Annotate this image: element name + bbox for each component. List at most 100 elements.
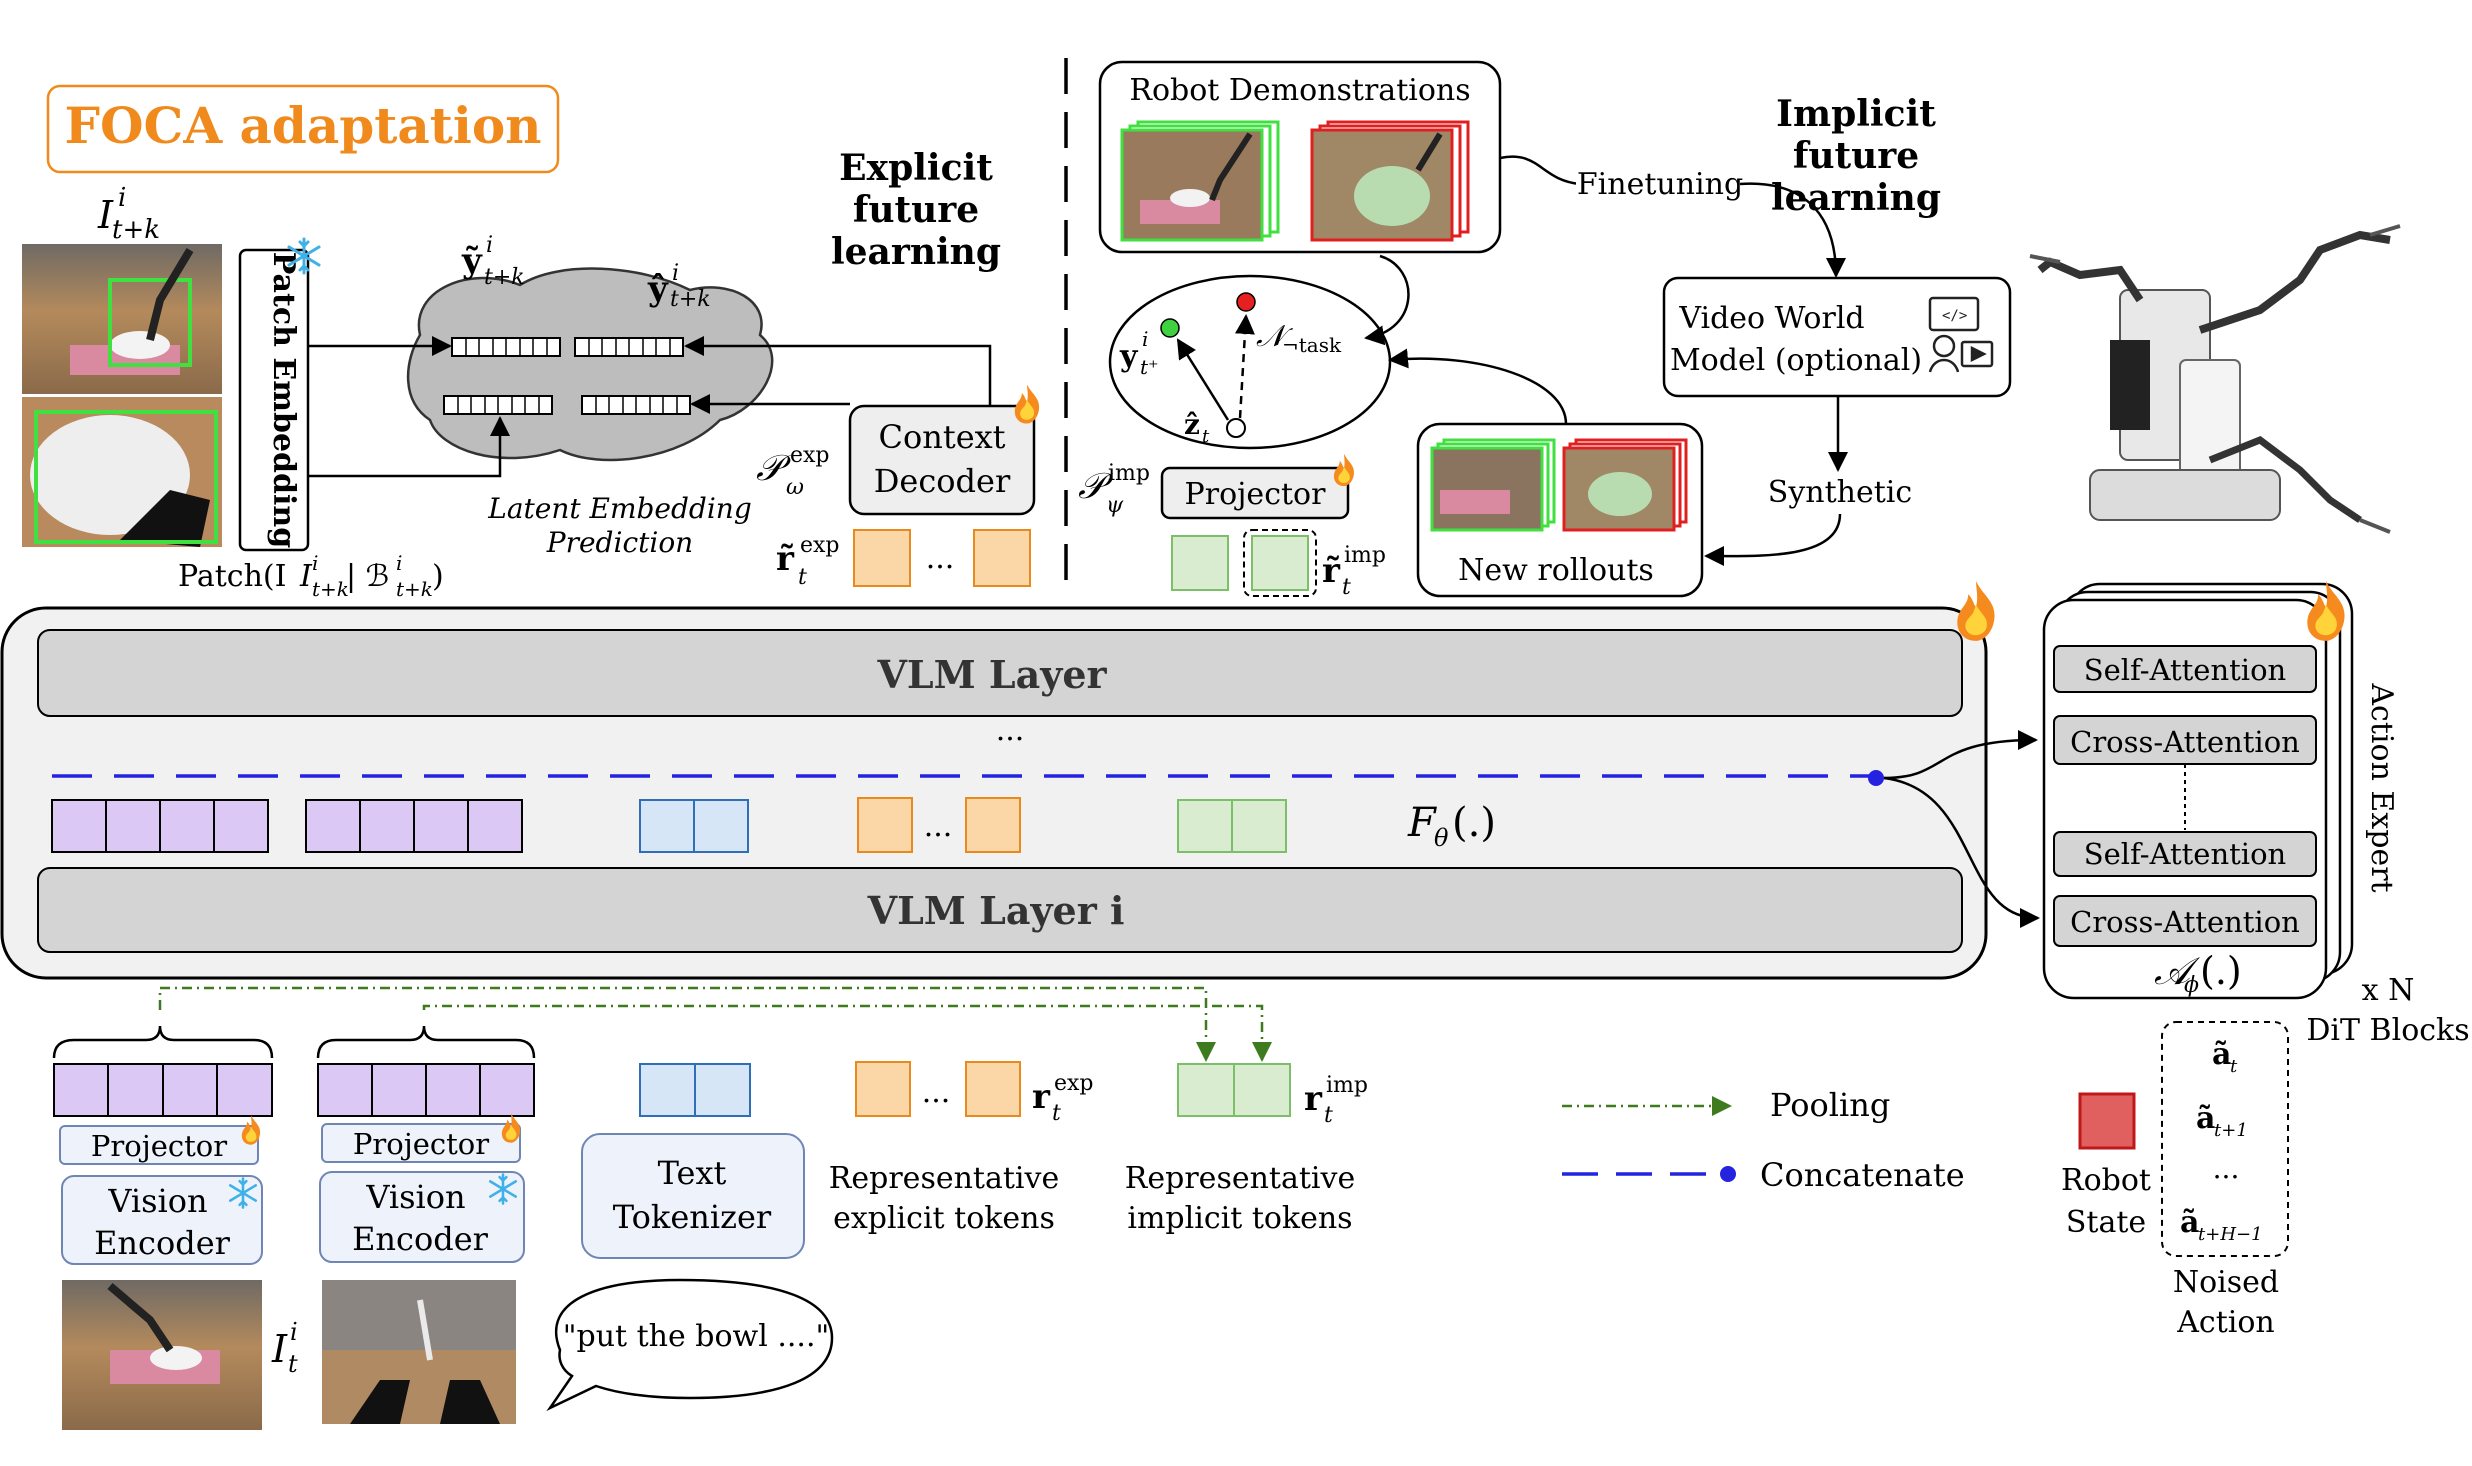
svg-text:t+k: t+k: [312, 577, 349, 601]
f-theta-label: F θ (.): [1407, 800, 1496, 852]
robot-demo-green-stack: [1120, 120, 1280, 242]
svg-text:I: I: [299, 559, 313, 594]
y-tilde-label: ỹ i t+k: [461, 233, 525, 290]
brace-1: [52, 1025, 274, 1059]
instruction-text: "put the bowl ....": [563, 1319, 830, 1354]
foca-title-box: [46, 84, 560, 174]
svg-text:(.): (.): [2200, 949, 2242, 993]
positive-point: [1160, 318, 1180, 338]
robot-demos-label: Robot Demonstrations: [1129, 73, 1470, 108]
noised-action-box: [2161, 1021, 2289, 1257]
legend-concat-label: Concatenate: [1760, 1156, 1965, 1194]
projector-1-label: Projector: [91, 1129, 227, 1163]
text-tokens: [639, 799, 749, 853]
svg-text:exp: exp: [1054, 1071, 1094, 1096]
implicit-tokens-mid: [1177, 799, 1287, 853]
implicit-heading-1: Implicit: [1776, 93, 1936, 135]
svg-text:exp: exp: [800, 533, 840, 558]
arrow-rollouts-to-latent: [1388, 348, 1568, 425]
svg-text:r̃: r̃: [776, 539, 795, 579]
svg-text:): ): [432, 559, 444, 594]
pooling-line-1: [158, 986, 1216, 1062]
arrow-decoder-to-target-1: [684, 336, 992, 406]
arrow-finetuning-to-vwm: [1739, 182, 1846, 278]
arrow-synthetic-to-rollouts: [1704, 513, 1842, 567]
svg-text:t+k: t+k: [670, 287, 711, 312]
token-strip-target-1: [574, 337, 684, 357]
rollout-green-stack: [1430, 438, 1556, 532]
robot-icon: [2029, 224, 2401, 534]
explicit-token-top-2: [973, 529, 1031, 587]
vlm-layer-i: [37, 867, 1963, 953]
token-strip-pred-2: [443, 395, 553, 415]
rep-explicit-label-2: explicit tokens: [833, 1201, 1055, 1236]
r-exp-label: r exp t: [1032, 1071, 1094, 1126]
svg-text:ã: ã: [2196, 1101, 2215, 1136]
robot-state-label-1: Robot: [2061, 1163, 2151, 1198]
instruction-bubble: [546, 1278, 834, 1412]
svg-text:ŷ: ŷ: [647, 269, 669, 309]
fire-icon: [1957, 581, 1995, 641]
explicit-token-mid-ellipsis: ...: [924, 809, 953, 844]
svg-text:| ℬ: | ℬ: [346, 559, 389, 594]
cross-attention-1-label: Cross-Attention: [2070, 725, 2300, 759]
vwm-label-1: Video World: [1678, 301, 1864, 336]
foca-title: FOCA adaptation: [64, 96, 541, 155]
dit-blocks-label: DiT Blocks: [2306, 1013, 2469, 1048]
projector-imp-box: [1160, 466, 1350, 520]
finetuning-bg: [1576, 166, 1744, 202]
svg-text:t: t: [1052, 1101, 1061, 1126]
svg-text:t: t: [288, 1350, 298, 1378]
svg-text:r: r: [1304, 1079, 1323, 1119]
explicit-token-bottom-1: [855, 1061, 911, 1117]
arrow-demos-to-latent: [1364, 254, 1410, 346]
context-decoder-label-2: Decoder: [874, 462, 1011, 500]
arrow-z-to-positive: [1176, 338, 1230, 421]
fire-icon: [1014, 384, 1040, 424]
svg-text:y: y: [1119, 339, 1139, 374]
self-attention-1: [2053, 645, 2317, 693]
projector-2: [321, 1123, 521, 1163]
vision-tokens-bottom-1: [53, 1063, 273, 1117]
vlm-layer-top: [37, 629, 1963, 717]
vision-encoder-1-label-2: Encoder: [94, 1224, 231, 1262]
future-frame-label: I i t+k: [97, 183, 160, 245]
svg-text:imp: imp: [1108, 461, 1150, 486]
current-frame-label: I i t: [271, 1318, 298, 1378]
svg-text:F: F: [1407, 800, 1437, 846]
self-attention-2: [2053, 831, 2317, 877]
svg-text:t+k: t+k: [396, 577, 433, 601]
implicit-heading-2: future: [1793, 135, 1919, 177]
svg-text:¬task: ¬task: [1282, 333, 1342, 357]
current-wrist-image: [322, 1280, 516, 1424]
noised-action-a-tH: ã t+H−1: [2180, 1205, 2263, 1245]
noised-action-a-t: ã t: [2212, 1037, 2238, 1077]
y-hat-label: ŷ i t+k: [647, 261, 711, 312]
svg-text:imp: imp: [1344, 543, 1386, 568]
projector-2-label: Projector: [353, 1127, 489, 1161]
svg-text:t: t: [798, 565, 807, 590]
patch-embedding-label: Patch Embedding: [266, 252, 301, 548]
svg-text:i: i: [312, 551, 318, 575]
p-omega-exp-label: 𝒫 exp ω: [756, 443, 830, 500]
arrow-demos-finetuning-a: [1499, 155, 1581, 186]
xn-label: x N: [2362, 973, 2415, 1008]
noised-action-a-t1: ã t+1: [2196, 1101, 2248, 1141]
vision-tokens-2: [305, 799, 523, 853]
synthetic-label: Synthetic: [1768, 475, 1912, 510]
self-attention-1-label: Self-Attention: [2084, 653, 2286, 687]
patch-caption: Patch(I I i t+k | ℬ i t+k ): [178, 551, 444, 601]
svg-text:t+k: t+k: [484, 265, 525, 290]
svg-text:ẑ: ẑ: [1184, 408, 1200, 441]
brace-2: [316, 1025, 536, 1059]
pooling-line-2: [422, 1004, 1272, 1062]
patch-embedding-box: [238, 248, 310, 552]
vision-tokens-1: [51, 799, 269, 853]
svg-text:i: i: [396, 551, 402, 575]
svg-text:ã: ã: [2180, 1205, 2199, 1240]
vision-encoder-1: [61, 1175, 263, 1265]
implicit-token-dashed-box: [1243, 529, 1317, 597]
text-tokens-bottom: [639, 1063, 751, 1117]
noised-action-label-2: Action: [2176, 1305, 2275, 1340]
svg-text:ψ: ψ: [1106, 493, 1124, 518]
